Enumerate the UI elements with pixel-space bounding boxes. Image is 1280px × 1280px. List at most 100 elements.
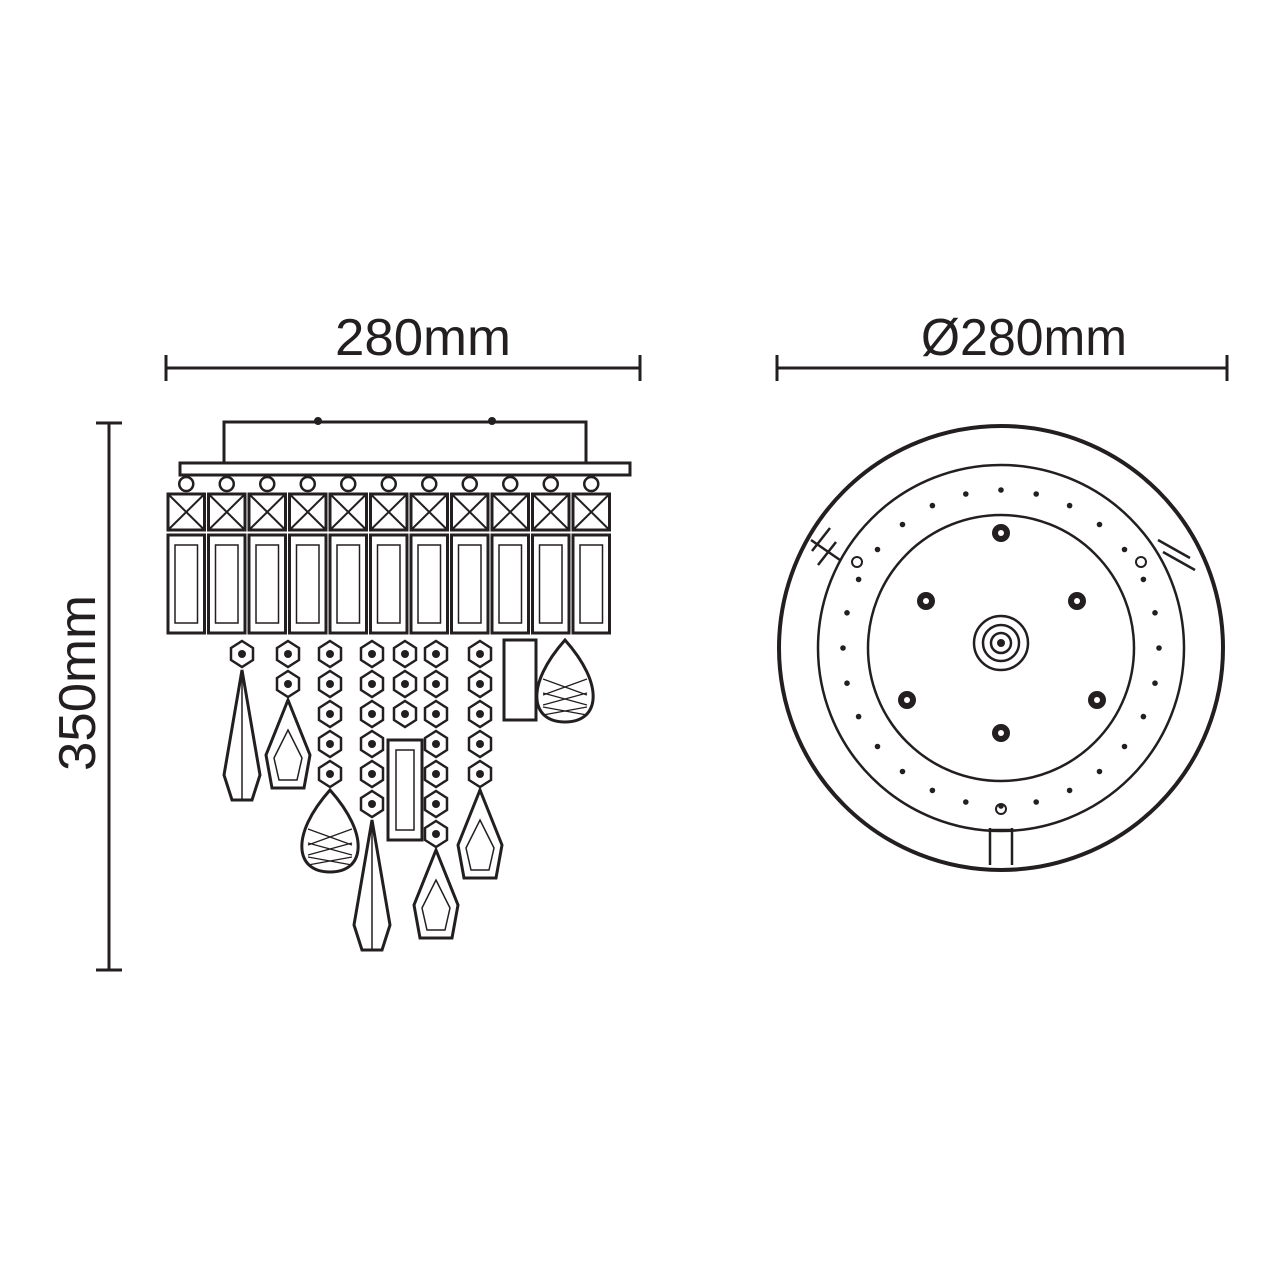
crystal-facet (207, 493, 246, 531)
crystal-square (571, 492, 611, 532)
light-hole (929, 787, 936, 794)
crystal-hook (502, 475, 519, 493)
light-hole (855, 713, 862, 720)
pendant-strands (222, 637, 595, 952)
crystal-prism (288, 533, 328, 635)
light-hole (1152, 680, 1158, 686)
bead-core (476, 710, 484, 718)
crystal-hook (542, 475, 559, 493)
crystal-facet (248, 493, 287, 531)
bead (467, 699, 493, 729)
height-label: 350mm (49, 595, 107, 771)
round-drop (535, 637, 595, 724)
crystal-prism-facet (214, 544, 239, 624)
crystal-prism (207, 533, 247, 635)
light-hole (844, 680, 850, 686)
crystal-prism (369, 533, 409, 635)
light-hole (1152, 610, 1158, 616)
bead (467, 639, 493, 669)
light-hole (1140, 713, 1147, 720)
crystal-prism-facet (295, 544, 320, 624)
bead-core (368, 710, 376, 718)
drop-facet (542, 692, 588, 706)
bracket (988, 828, 1014, 865)
crystal-prism (166, 533, 206, 635)
bead (359, 789, 385, 819)
bead (423, 729, 449, 759)
crystal-hook (380, 475, 397, 493)
pendant-strand (386, 639, 424, 842)
crystal-column (571, 475, 611, 635)
crystal-prism-facet (498, 544, 523, 624)
crystal-hook (421, 475, 438, 493)
crystal-hook (218, 475, 235, 493)
bead-core (432, 680, 440, 688)
crystal-facet (288, 493, 327, 531)
side-view (166, 417, 632, 952)
light-hole (1140, 576, 1147, 583)
pendant-strand (456, 639, 504, 880)
mounting-screws (898, 524, 1106, 742)
crystal-prism-facet (174, 544, 199, 624)
width-dimension: 280mm (164, 309, 642, 381)
light-hole (1066, 502, 1073, 509)
outer-ring (777, 424, 1225, 872)
bead (392, 639, 418, 669)
tear-drop (412, 845, 460, 940)
light-hole (929, 502, 936, 509)
bead (317, 639, 343, 669)
bead-core (326, 710, 334, 718)
light-hole (855, 576, 862, 583)
top-view (777, 424, 1225, 872)
crystal-column (288, 475, 328, 635)
light-hole (1096, 768, 1103, 775)
crystal-square (207, 492, 247, 532)
drop-facet (542, 706, 588, 716)
light-hole (1156, 645, 1162, 651)
crystal-prism-facet (457, 544, 482, 624)
bead (423, 669, 449, 699)
bead (359, 729, 385, 759)
bead (359, 759, 385, 789)
bead-core (284, 650, 292, 658)
pendant-strand (535, 637, 595, 724)
screw-center (904, 697, 910, 703)
light-hole (1033, 491, 1039, 497)
light-hole (844, 610, 850, 616)
bead-core (368, 650, 376, 658)
bead-core (326, 650, 334, 658)
bead (392, 669, 418, 699)
crystal-facet (369, 493, 408, 531)
pendant-strand (300, 639, 360, 874)
crystal-prism (450, 533, 490, 635)
bead-core (368, 800, 376, 808)
bead (317, 759, 343, 789)
bead-core (284, 680, 292, 688)
bead-core (401, 710, 409, 718)
light-hole (899, 768, 906, 775)
bead-core (476, 650, 484, 658)
canopy-screw (488, 417, 496, 425)
bead (359, 669, 385, 699)
crystal-facet (167, 493, 206, 531)
drop-facet (307, 828, 353, 846)
crystal-curtain (166, 475, 611, 635)
screw-center (1074, 598, 1080, 604)
canopy-screw (314, 417, 322, 425)
crystal-prism (247, 533, 287, 635)
crystal-square (247, 492, 287, 532)
crystal-square (450, 492, 490, 532)
bead-core (476, 740, 484, 748)
bracket (810, 527, 841, 566)
bead-core (401, 650, 409, 658)
bead (275, 639, 301, 669)
crystal-square (288, 492, 328, 532)
crystal-facet (410, 493, 449, 531)
crystal-column (166, 475, 206, 635)
light-hole (1121, 743, 1128, 750)
bead (392, 699, 418, 729)
crystal-column (450, 475, 490, 635)
crystal-prism (531, 533, 571, 635)
light-hole (1033, 799, 1039, 805)
